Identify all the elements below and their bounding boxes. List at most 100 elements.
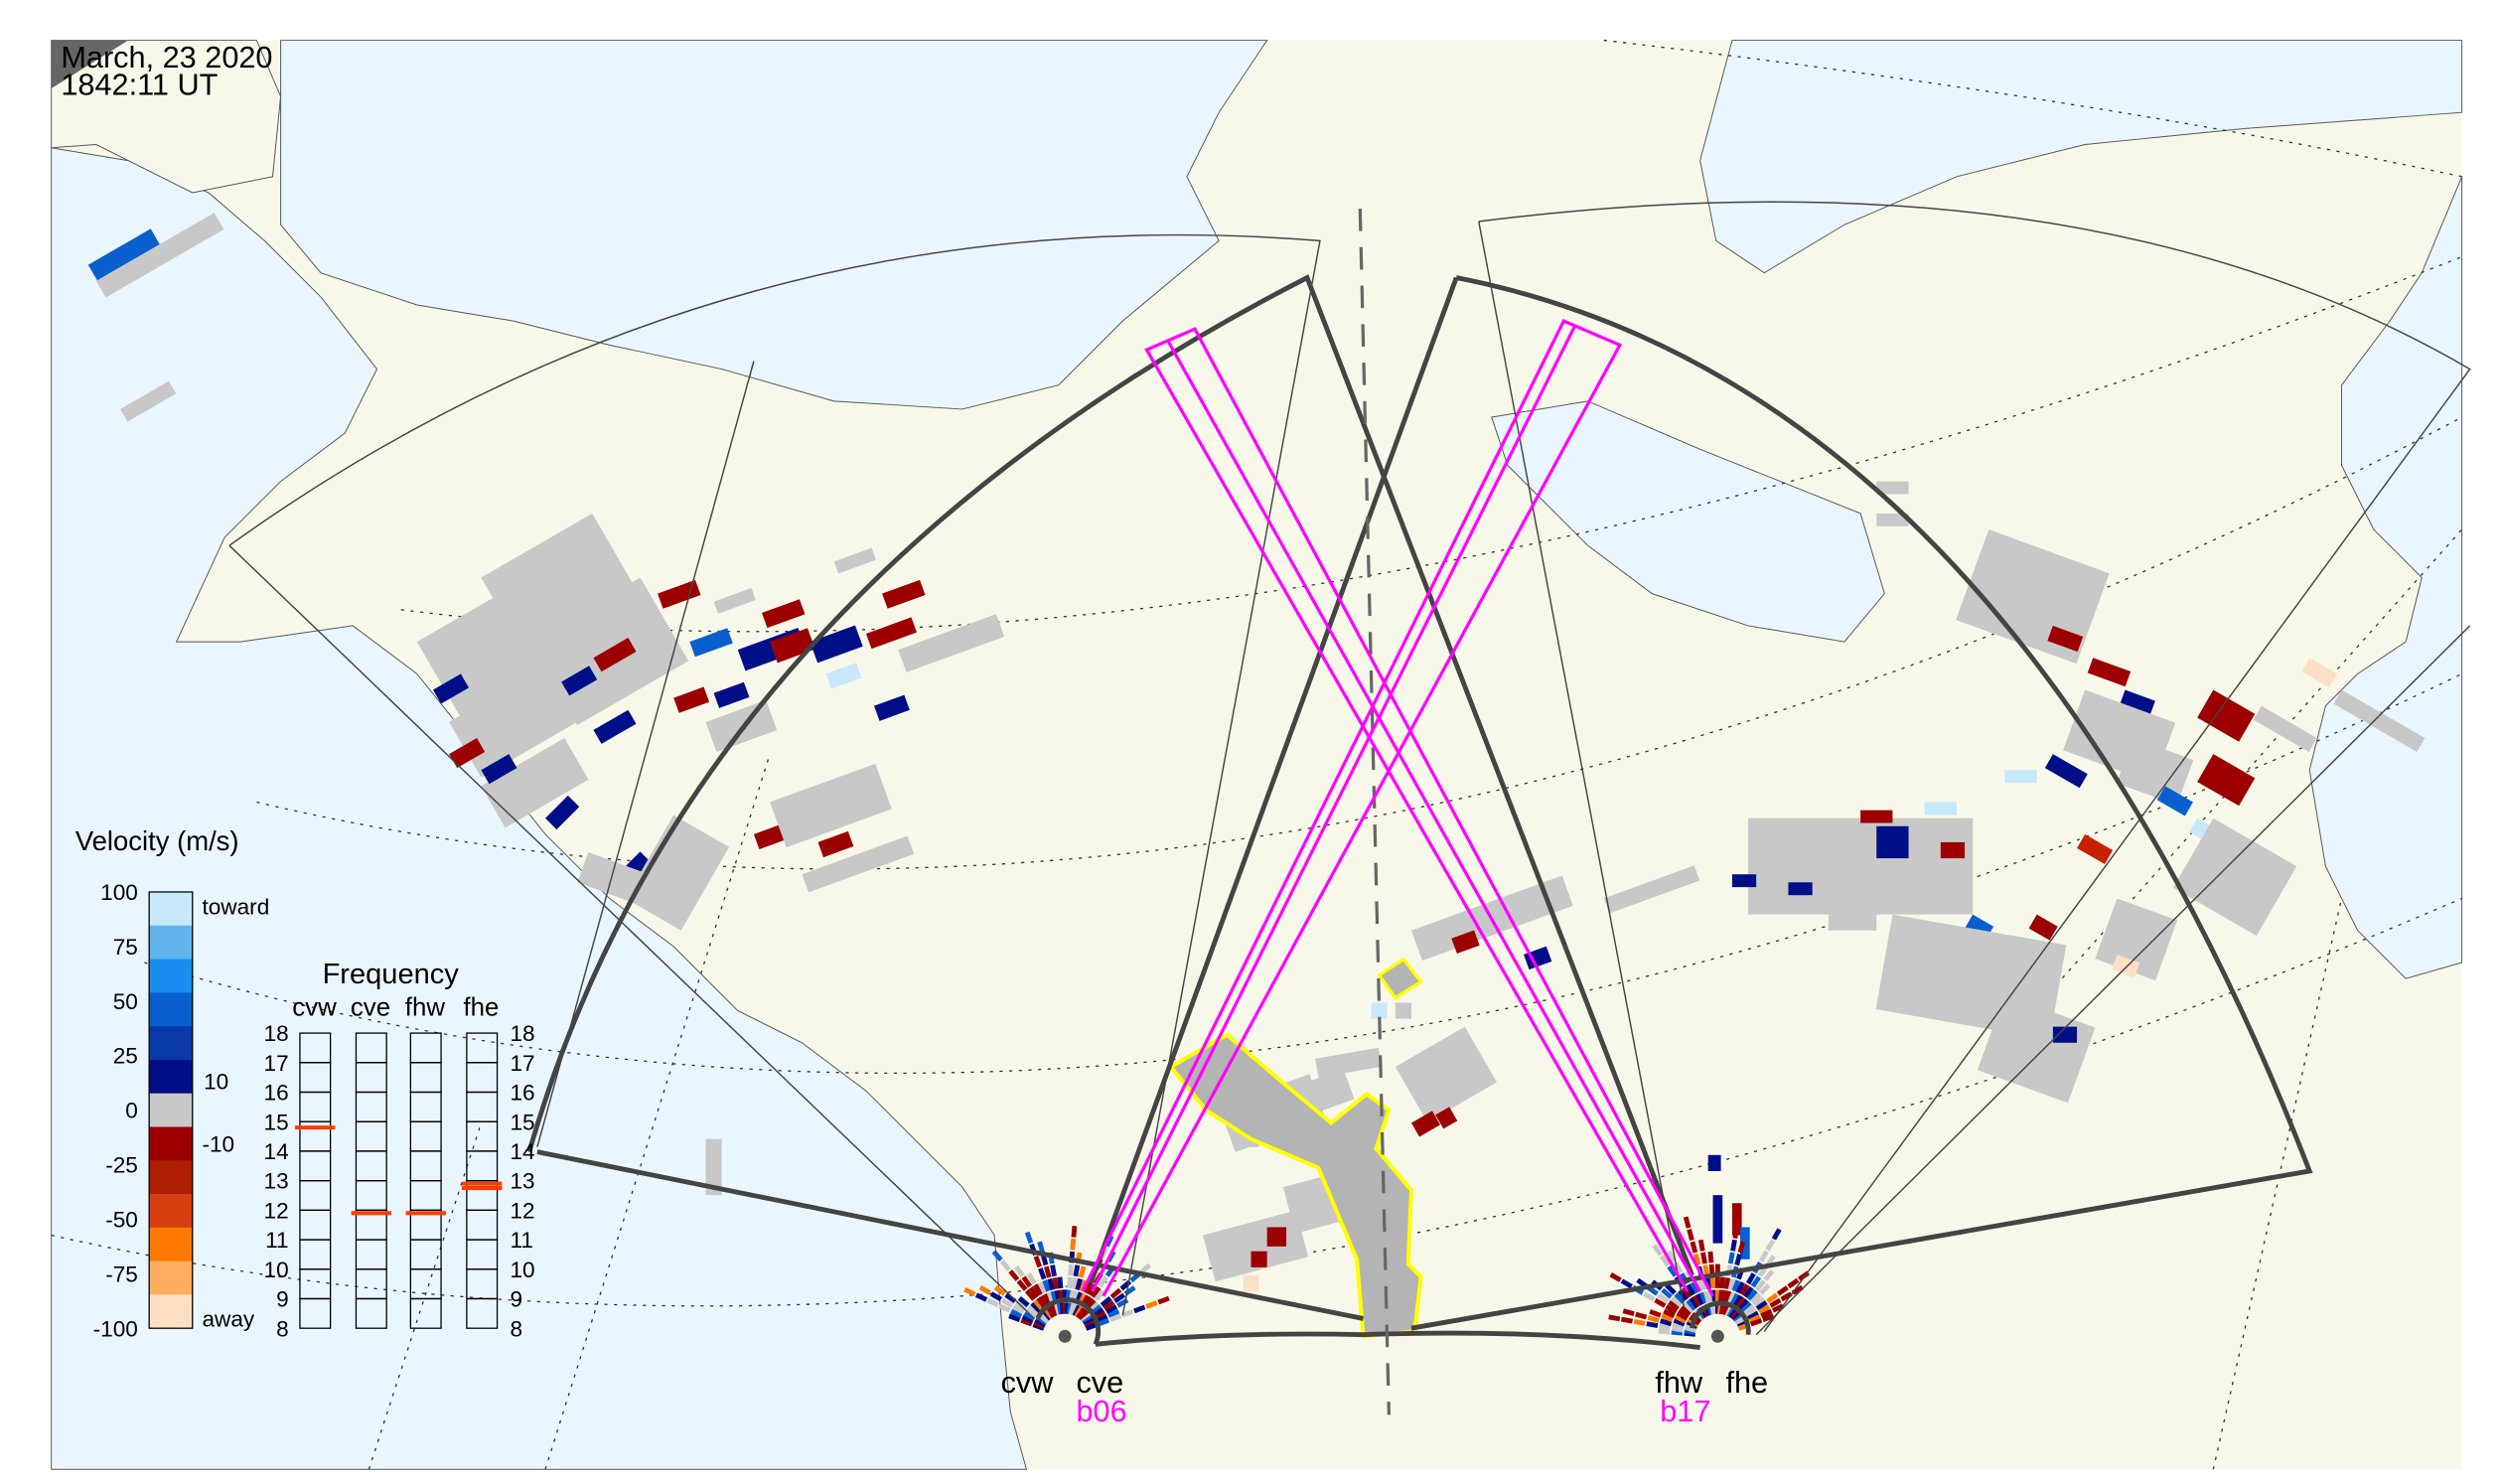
echo-cell xyxy=(1052,1277,1060,1289)
echo-cell xyxy=(1094,1288,1105,1301)
baffin-bay xyxy=(1699,40,2463,274)
echo-cell xyxy=(1037,1281,1047,1294)
echo-cell xyxy=(1686,1298,1697,1311)
echo-cell xyxy=(2197,689,2256,742)
echo-cell xyxy=(2156,786,2193,816)
legend-marker-10: 10 xyxy=(204,1070,228,1095)
echo-cell xyxy=(1876,513,1909,526)
frequency-scale-right: 9 xyxy=(510,1287,522,1312)
frequency-scale-left: 17 xyxy=(264,1051,289,1076)
time-label: 1842:11 UT xyxy=(61,67,218,101)
echo-cell xyxy=(1647,1315,1660,1323)
echo-cell xyxy=(1078,1265,1087,1278)
echo-cell xyxy=(1108,1313,1122,1322)
echo-cell xyxy=(1791,1284,1804,1295)
away-label: away xyxy=(202,1307,254,1332)
echo-cell xyxy=(1665,1304,1678,1315)
frequency-radar-label: fhe xyxy=(463,993,499,1021)
site-label-fhw: fhw xyxy=(1655,1365,1703,1400)
site-label-cvw: cvw xyxy=(1001,1365,1055,1400)
echo-cell xyxy=(1660,1318,1673,1327)
echo-cell xyxy=(1730,1292,1740,1306)
echo-cell xyxy=(1410,1111,1441,1137)
echo-cell xyxy=(1731,1279,1741,1292)
echo-cell xyxy=(1044,1265,1052,1278)
echo-cell xyxy=(2004,770,2037,784)
echo-cell xyxy=(1680,1304,1693,1316)
echo-cell xyxy=(1047,1277,1055,1291)
echo-cell xyxy=(673,686,710,713)
echo-cell xyxy=(2120,689,2155,716)
echo-cell xyxy=(1748,1314,1761,1324)
echo-cell xyxy=(1876,481,1909,495)
echo-cell xyxy=(713,587,756,614)
echo-cell xyxy=(1731,1203,1742,1236)
echo-cell xyxy=(770,763,892,848)
echo-cell xyxy=(545,795,580,830)
echo-cell xyxy=(2052,1026,2078,1043)
colorbar-segment xyxy=(149,959,193,994)
echo-cell xyxy=(1083,1281,1093,1294)
echo-cell xyxy=(1251,1251,1267,1267)
echo-cell xyxy=(1719,1276,1726,1289)
colorbar-segment xyxy=(149,925,193,961)
colorbar-tick-label: 75 xyxy=(113,935,138,960)
echo-cell xyxy=(1070,1238,1077,1251)
echo-cell xyxy=(1024,1288,1036,1301)
echo-cell xyxy=(1745,1272,1756,1285)
echo-cell xyxy=(1024,1231,1034,1245)
echo-cell xyxy=(1036,1296,1047,1309)
echo-cell xyxy=(1776,1285,1789,1296)
echo-cell xyxy=(1098,1275,1108,1288)
echo-cell xyxy=(1038,1267,1047,1280)
echo-cell xyxy=(1737,1241,1746,1254)
echo-cell xyxy=(1739,1283,1750,1296)
echo-cell xyxy=(1004,1292,1017,1304)
echo-cell xyxy=(770,628,815,664)
echo-cell xyxy=(1760,1308,1773,1318)
echo-cell xyxy=(2047,625,2084,653)
hudson-bay xyxy=(1491,400,1885,643)
echo-cell xyxy=(974,1292,988,1302)
frequency-radar-label: cve xyxy=(351,993,390,1021)
frequency-scale-right: 15 xyxy=(510,1110,534,1134)
echo-cell xyxy=(713,681,750,708)
frequency-scale-left: 13 xyxy=(264,1169,289,1194)
echo-cell xyxy=(1609,1271,1622,1282)
frequency-scale-right: 13 xyxy=(510,1169,534,1194)
echo-cell xyxy=(1145,1300,1158,1309)
frequency-scale-right: 12 xyxy=(510,1198,534,1223)
colorbar-tick-label: 100 xyxy=(100,880,138,905)
echo-cell xyxy=(1674,1314,1688,1324)
colorbar-segment xyxy=(149,1126,193,1162)
echo-cell xyxy=(1010,1308,1023,1318)
echo-cell xyxy=(1085,1322,1098,1331)
echo-cell xyxy=(1667,1264,1678,1277)
frequency-scale-right: 10 xyxy=(510,1258,534,1282)
echo-cell xyxy=(481,513,633,648)
echo-cell xyxy=(449,737,486,769)
frequency-scale-right: 11 xyxy=(510,1228,532,1253)
echo-cell xyxy=(1021,1314,1035,1324)
echo-cell xyxy=(1066,1276,1073,1289)
map-area xyxy=(51,39,2471,1470)
echo-cell xyxy=(1100,1296,1112,1307)
echo-cell xyxy=(1608,1314,1621,1322)
echo-cell xyxy=(1735,1296,1747,1309)
echo-cell xyxy=(1658,1328,1671,1335)
frequency-scale-right: 16 xyxy=(510,1081,534,1106)
echo-cell xyxy=(1876,825,1909,859)
echo-cell xyxy=(1524,946,1552,970)
echo-cell xyxy=(1266,1227,1287,1247)
echo-cell xyxy=(1749,1292,1762,1304)
echo-cell xyxy=(1000,1260,1011,1272)
echo-cell xyxy=(1668,1300,1681,1311)
echo-cell xyxy=(802,835,915,893)
frequency-radar-label: cvw xyxy=(292,993,337,1021)
echo-cell xyxy=(1730,1239,1737,1252)
echo-cell xyxy=(1769,1297,1782,1308)
echo-cell xyxy=(1721,1289,1728,1302)
echo-cell xyxy=(1771,1228,1782,1241)
frequency-scale-left: 11 xyxy=(265,1228,288,1253)
